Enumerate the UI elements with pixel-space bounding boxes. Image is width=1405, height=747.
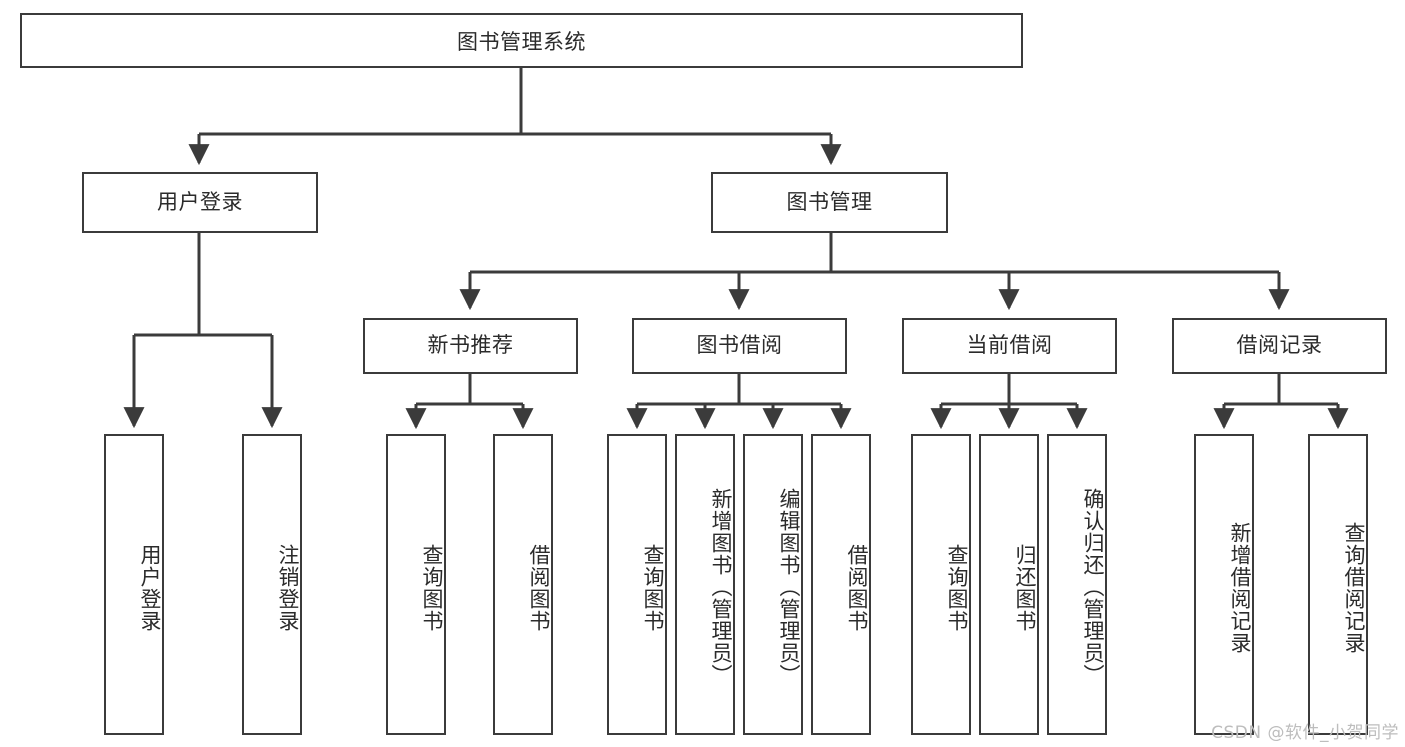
node-label: 确认归还（管理员） xyxy=(1081,487,1105,686)
node-new-book-recommend[interactable]: 新书推荐 xyxy=(363,318,578,374)
leaf-borrow-borrow-book[interactable]: 借阅图书 xyxy=(811,434,871,735)
node-label: 新增借阅记录 xyxy=(1228,521,1252,654)
leaf-current-confirm-return[interactable]: 确认归还（管理员） xyxy=(1047,434,1107,735)
node-label: 查询借阅记录 xyxy=(1342,521,1366,654)
node-label: 注销登录 xyxy=(276,543,300,632)
node-label: 编辑图书（管理员） xyxy=(777,487,801,686)
node-label: 归还图书 xyxy=(1013,543,1037,632)
node-borrow-record[interactable]: 借阅记录 xyxy=(1172,318,1387,374)
leaf-user-logout[interactable]: 注销登录 xyxy=(242,434,302,735)
leaf-record-add[interactable]: 新增借阅记录 xyxy=(1194,434,1254,735)
node-label: 当前借阅 xyxy=(966,333,1053,358)
node-book-borrow[interactable]: 图书借阅 xyxy=(632,318,847,374)
leaf-current-query-book[interactable]: 查询图书 xyxy=(911,434,971,735)
node-book-management[interactable]: 图书管理 xyxy=(711,172,948,233)
node-root-system[interactable]: 图书管理系统 xyxy=(20,13,1023,68)
leaf-borrow-edit-book[interactable]: 编辑图书（管理员） xyxy=(743,434,803,735)
node-label: 查询图书 xyxy=(945,543,969,632)
node-label: 查询图书 xyxy=(641,543,665,632)
watermark-text: CSDN @软件_小贺同学 xyxy=(1211,723,1399,743)
node-label: 图书管理系统 xyxy=(457,29,586,54)
leaf-new-book-borrow[interactable]: 借阅图书 xyxy=(493,434,553,735)
node-label: 图书借阅 xyxy=(696,333,783,358)
node-label: 用户登录 xyxy=(138,543,162,632)
node-label: 查询图书 xyxy=(420,543,444,632)
node-current-borrow[interactable]: 当前借阅 xyxy=(902,318,1117,374)
node-label: 借阅图书 xyxy=(845,543,869,632)
leaf-borrow-add-book[interactable]: 新增图书（管理员） xyxy=(675,434,735,735)
node-label: 借阅图书 xyxy=(527,543,551,632)
node-label: 新书推荐 xyxy=(427,333,514,358)
node-label: 用户登录 xyxy=(157,189,243,214)
node-label: 图书管理 xyxy=(786,189,873,214)
leaf-record-query[interactable]: 查询借阅记录 xyxy=(1308,434,1368,735)
node-label: 借阅记录 xyxy=(1236,333,1323,358)
leaf-current-return-book[interactable]: 归还图书 xyxy=(979,434,1039,735)
node-label: 新增图书（管理员） xyxy=(709,487,733,686)
leaf-borrow-query-book[interactable]: 查询图书 xyxy=(607,434,667,735)
node-user-login[interactable]: 用户登录 xyxy=(82,172,318,233)
leaf-user-login[interactable]: 用户登录 xyxy=(104,434,164,735)
leaf-new-book-query[interactable]: 查询图书 xyxy=(386,434,446,735)
